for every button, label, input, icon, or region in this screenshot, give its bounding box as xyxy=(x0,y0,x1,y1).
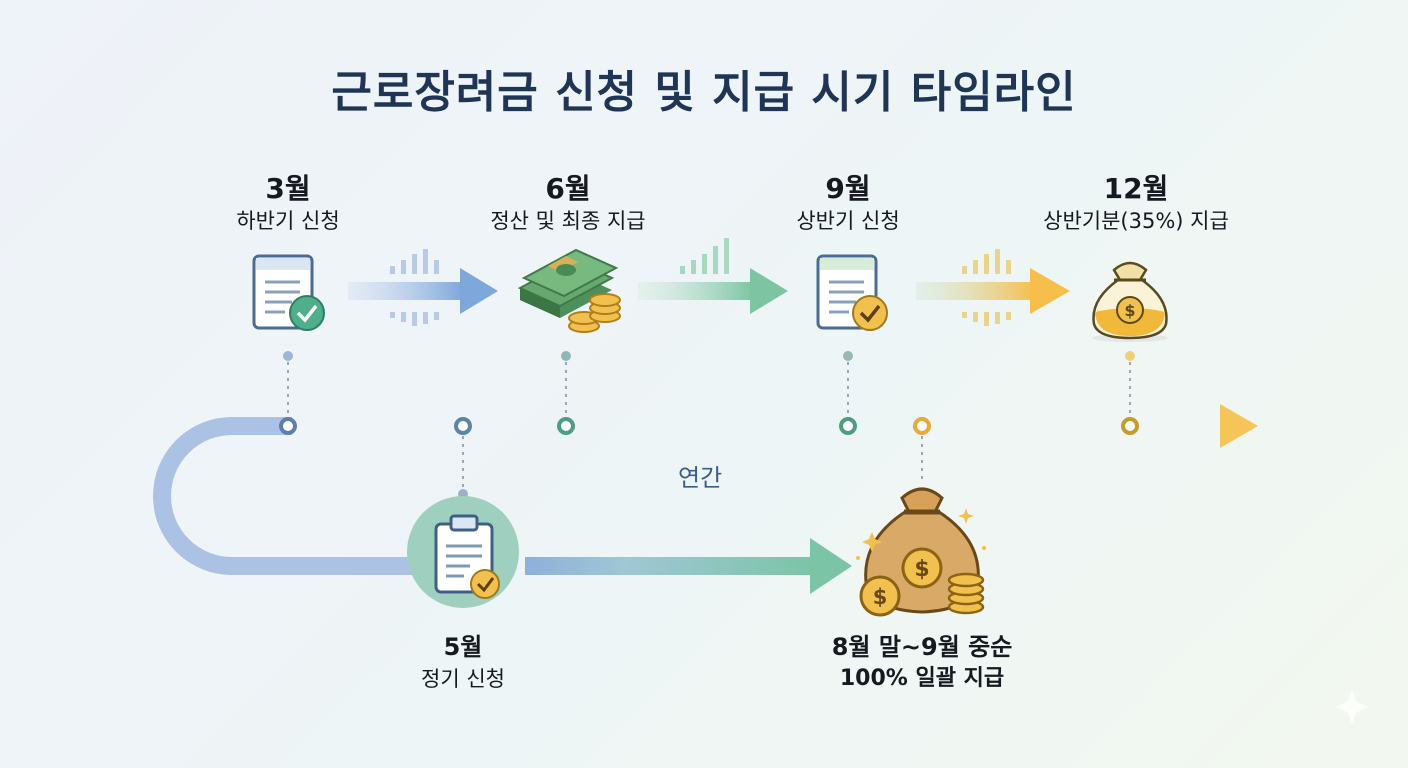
arrow-september-december xyxy=(916,249,1070,326)
stage-desc: 정기 신청 xyxy=(421,667,505,691)
dot-december xyxy=(1125,351,1135,361)
stage-december: 12월 상반기분(35%) 지급 xyxy=(996,172,1276,236)
stage-desc: 100% 일괄 지급 xyxy=(839,666,1005,691)
page-title: 근로장려금 신청 및 지급 시기 타임라인 xyxy=(331,67,1077,118)
money-bag-coins-icon: $ $ xyxy=(856,487,986,617)
stage-june: 6월 정산 및 최종 지급 xyxy=(428,172,708,236)
clipboard-check-icon xyxy=(407,496,519,608)
stage-desc: 하반기 신청 xyxy=(236,209,340,233)
dot-september xyxy=(843,351,853,361)
lower-arrow-shaft xyxy=(525,557,815,575)
document-check-icon-september xyxy=(816,254,888,331)
stage-aug-sep: 8월 말~9월 중순 100% 일괄 지급 xyxy=(742,630,1102,694)
stage-desc: 상반기분(35%) 지급 xyxy=(1043,209,1229,233)
timeline-label: 연간 xyxy=(678,464,723,492)
stage-desc: 상반기 신청 xyxy=(796,209,900,233)
stage-may: 5월 정기 신청 xyxy=(323,630,603,694)
node-aug-sep xyxy=(913,417,931,435)
timeline-curve xyxy=(153,417,420,575)
stage-september: 9월 상반기 신청 xyxy=(708,172,988,236)
stage-month: 12월 xyxy=(1103,172,1169,205)
cash-stack-icon xyxy=(517,248,621,333)
stage-month: 8월 말~9월 중순 xyxy=(831,633,1013,661)
node-march xyxy=(279,417,297,435)
svg-text:$: $ xyxy=(914,557,929,582)
lower-arrow-head xyxy=(810,538,852,594)
node-june xyxy=(557,417,575,435)
arrow-march-june xyxy=(348,249,498,326)
stage-month: 6월 xyxy=(545,172,591,205)
timeline-arrowhead xyxy=(1220,404,1258,448)
stage-month: 3월 xyxy=(265,172,311,205)
node-september xyxy=(839,417,857,435)
svg-text:$: $ xyxy=(1124,301,1135,320)
arrow-june-september xyxy=(638,238,788,314)
dot-june xyxy=(561,351,571,361)
svg-text:$: $ xyxy=(873,585,888,609)
stage-desc: 정산 및 최종 지급 xyxy=(490,209,646,233)
dot-march xyxy=(283,351,293,361)
stage-march: 3월 하반기 신청 xyxy=(148,172,428,236)
stage-month: 9월 xyxy=(825,172,871,205)
money-bag-icon: $ xyxy=(1092,261,1168,342)
sparkle-icon xyxy=(1335,690,1369,724)
node-may xyxy=(454,417,472,435)
node-december xyxy=(1121,417,1139,435)
stage-month: 5월 xyxy=(443,633,483,661)
document-check-icon-march xyxy=(252,254,325,331)
